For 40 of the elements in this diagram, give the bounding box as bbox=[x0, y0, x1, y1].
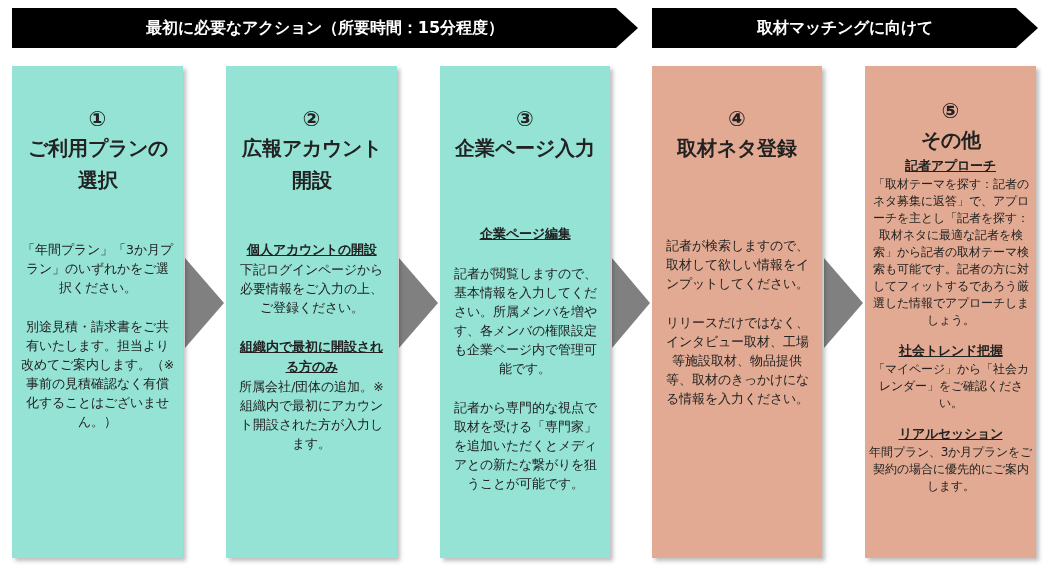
description-text: 年間プラン、3か月プランをご契約の場合に優先的にご案内します。 bbox=[868, 444, 1033, 495]
description-text: 記者が検索しますので、取材して欲しい情報をインプットしてください。 bbox=[664, 237, 810, 293]
description-text: 「年間プラン」「3か月プラン」のいずれかをご選択ください。 bbox=[21, 241, 175, 297]
chevron-banner bbox=[12, 8, 638, 48]
step-number: ② bbox=[301, 106, 322, 132]
step-number: ① bbox=[87, 106, 108, 132]
section-heading: 企業ページ編集 bbox=[478, 225, 572, 243]
step-title: 企業ページ入力 bbox=[454, 135, 596, 162]
chevron-banner bbox=[652, 8, 1038, 48]
banner-title: 最初に必要なアクション（所要時間：15分程度） bbox=[145, 17, 505, 39]
description-text: 記者から専門的な視点で取材を受ける「専門家」を追加いただくとメディアとの新たな繋がりを狙うことが可能です。 bbox=[452, 399, 598, 493]
step-number: ⑤ bbox=[940, 98, 961, 124]
step-number: ④ bbox=[727, 106, 747, 132]
step-title: その他 bbox=[919, 127, 982, 154]
section-heading: 組織内で最初に開設される方のみ bbox=[238, 338, 384, 376]
description-text: 記者が閲覧しますので、基本情報を入力してください。所属メンバを増やす、各メンバの権限設定も企業ページ内で管理可能です。 bbox=[452, 265, 598, 378]
step-card bbox=[652, 66, 822, 558]
step-number: ③ bbox=[515, 106, 535, 132]
section-heading: 社会トレンド把握 bbox=[897, 342, 1004, 360]
step-card bbox=[226, 66, 397, 558]
chevron-arrow bbox=[824, 258, 863, 348]
chevron-arrow bbox=[399, 258, 438, 348]
banner-title: 取材マッチングに向けて bbox=[757, 17, 933, 39]
step-title: 広報アカウント開設 bbox=[240, 135, 383, 194]
step-card bbox=[12, 66, 183, 558]
section-heading: 記者アプローチ bbox=[904, 157, 997, 175]
step-title: 取材ネタ登録 bbox=[676, 135, 798, 162]
step-title: ご利用プランの選択 bbox=[26, 135, 169, 194]
description-text: 「取材テーマを探す：記者のネタ募集に返答」で、アプローチを主とし「記者を探す：取材ネタに最適な記者を検索」から記者の取材テーマ検索も可能です。記者の方に対してフィットするであろう厳選した情報でアプローチしましょう。 bbox=[871, 176, 1030, 329]
description-text: 別途見積・請求書をご共有いたします。担当より改めてご案内します。（※事前の見積確認なく有償化することはございません。） bbox=[20, 318, 175, 431]
step-card bbox=[865, 66, 1036, 558]
section-heading: 個人アカウントの開設 bbox=[245, 241, 378, 259]
description-text: 「マイページ」から「社会カレンダー」をご確認ください。 bbox=[871, 361, 1030, 412]
section-heading: リアルセッション bbox=[897, 425, 1004, 443]
description-text: 下記ログインページから必要情報をご入力の上、ご登録ください。 bbox=[239, 261, 384, 317]
description-text: 所属会社/団体の追加。※組織内で最初にアカウント開設された方が入力します。 bbox=[238, 378, 385, 453]
chevron-arrow bbox=[612, 258, 650, 348]
step-card bbox=[440, 66, 610, 558]
chevron-arrow bbox=[185, 258, 224, 348]
description-text: リリースだけではなく、インタビュー取材、工場等施設取材、物品提供等、取材のきっかけになる情報を入力ください。 bbox=[664, 314, 810, 408]
